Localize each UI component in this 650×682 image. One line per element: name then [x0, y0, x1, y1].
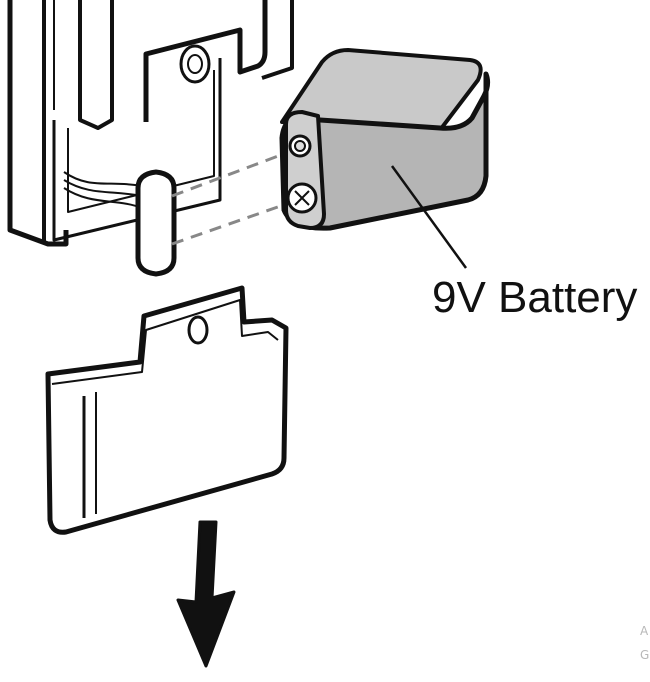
label-leader-line — [390, 165, 468, 269]
9v-battery-icon — [279, 48, 491, 231]
corner-text-line2: G — [640, 648, 650, 662]
battery-cover — [45, 285, 289, 535]
battery-label: 9V Battery — [432, 273, 637, 322]
battery-snap-connector — [135, 169, 177, 277]
corner-text-line1: A — [640, 624, 649, 638]
down-arrow-icon — [176, 520, 236, 668]
device-housing — [0, 0, 294, 247]
battery-wires — [63, 171, 143, 209]
alignment-guides — [171, 148, 295, 246]
